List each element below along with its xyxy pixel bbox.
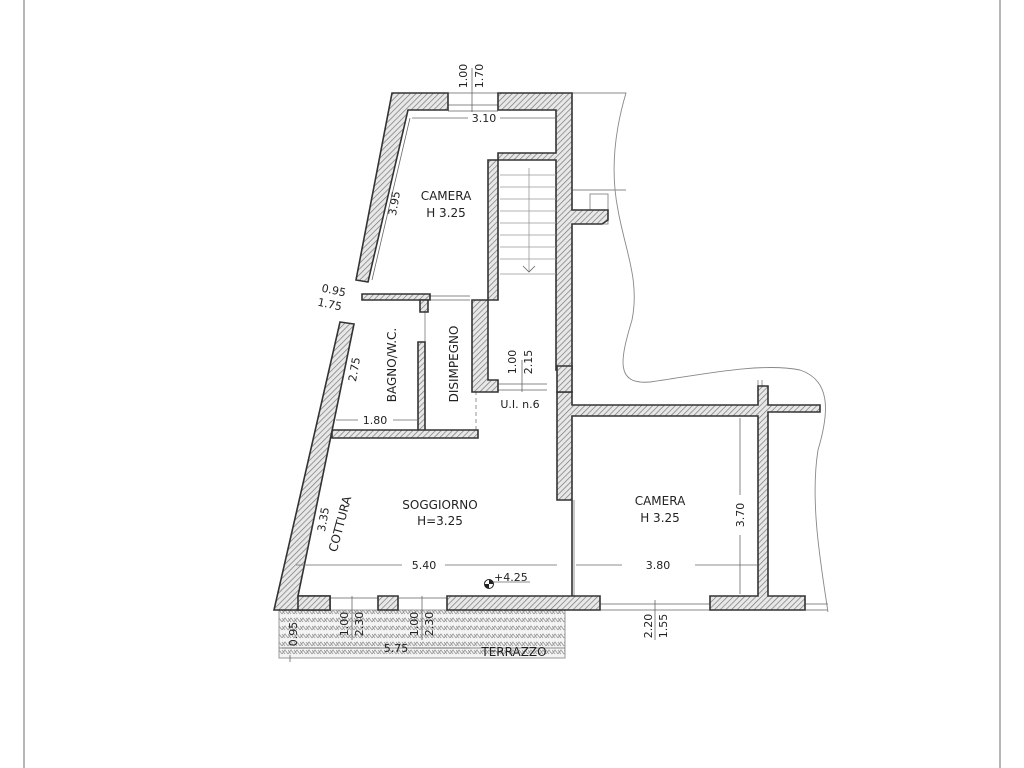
room-camera-2-height: H 3.25 [640, 511, 680, 525]
page-border-left [23, 0, 25, 768]
outline-lines [330, 92, 829, 613]
elevation-marker-icon [484, 579, 494, 589]
dim-terrace-width: 5.75 [384, 642, 409, 655]
dim-window3-b: 1.55 [657, 614, 670, 639]
dim-door-b: 2.15 [522, 350, 535, 375]
room-camera-1-height: H 3.25 [426, 206, 466, 220]
page-border-right [999, 0, 1001, 768]
room-bagno-label: BAGNO/W.C. [385, 328, 399, 403]
dim-window1-a: 1.00 [338, 612, 351, 637]
dim-camera1-width: 3.10 [472, 112, 497, 125]
dim-window-left-a: 0.95 [320, 282, 347, 300]
walls [272, 92, 821, 611]
dim-door-a: 1.00 [506, 350, 519, 375]
dim-bagno-wall: 2.75 [346, 356, 363, 382]
staircase [500, 168, 556, 275]
elevation-label: +4.25 [494, 571, 528, 584]
room-disimpegno-label: DISIMPEGNO [447, 326, 461, 403]
dim-soggiorno-wall: 3.35 [315, 506, 332, 532]
dim-window2-b: 2.30 [423, 612, 436, 637]
dim-window1-b: 2.30 [353, 612, 366, 637]
room-soggiorno-height: H=3.25 [417, 514, 463, 528]
dim-window2-a: 1.00 [408, 612, 421, 637]
dim-bagno-width: 1.80 [363, 414, 388, 427]
room-camera-2-label: CAMERA [635, 494, 686, 508]
dim-top-window-a: 1.00 [457, 64, 470, 89]
room-terrazzo-label: TERRAZZO [480, 645, 546, 659]
dim-window-left-b: 1.75 [316, 296, 343, 314]
dim-top-window-b: 1.70 [473, 64, 486, 89]
room-cottura-label: COTTURA [326, 494, 355, 554]
room-soggiorno-label: SOGGIORNO [402, 498, 477, 512]
room-camera-1-label: CAMERA [421, 189, 472, 203]
dim-soggiorno-width: 5.40 [412, 559, 437, 572]
dim-terrace-depth: 0.95 [287, 622, 300, 647]
dim-camera2-width: 3.80 [646, 559, 671, 572]
dim-camera2-height: 3.70 [734, 503, 747, 528]
unit-label: U.I. n.6 [500, 398, 539, 411]
dim-window3-a: 2.20 [642, 614, 655, 639]
dim-camera1-wall: 3.95 [386, 190, 403, 216]
dimension-lines [282, 68, 757, 662]
